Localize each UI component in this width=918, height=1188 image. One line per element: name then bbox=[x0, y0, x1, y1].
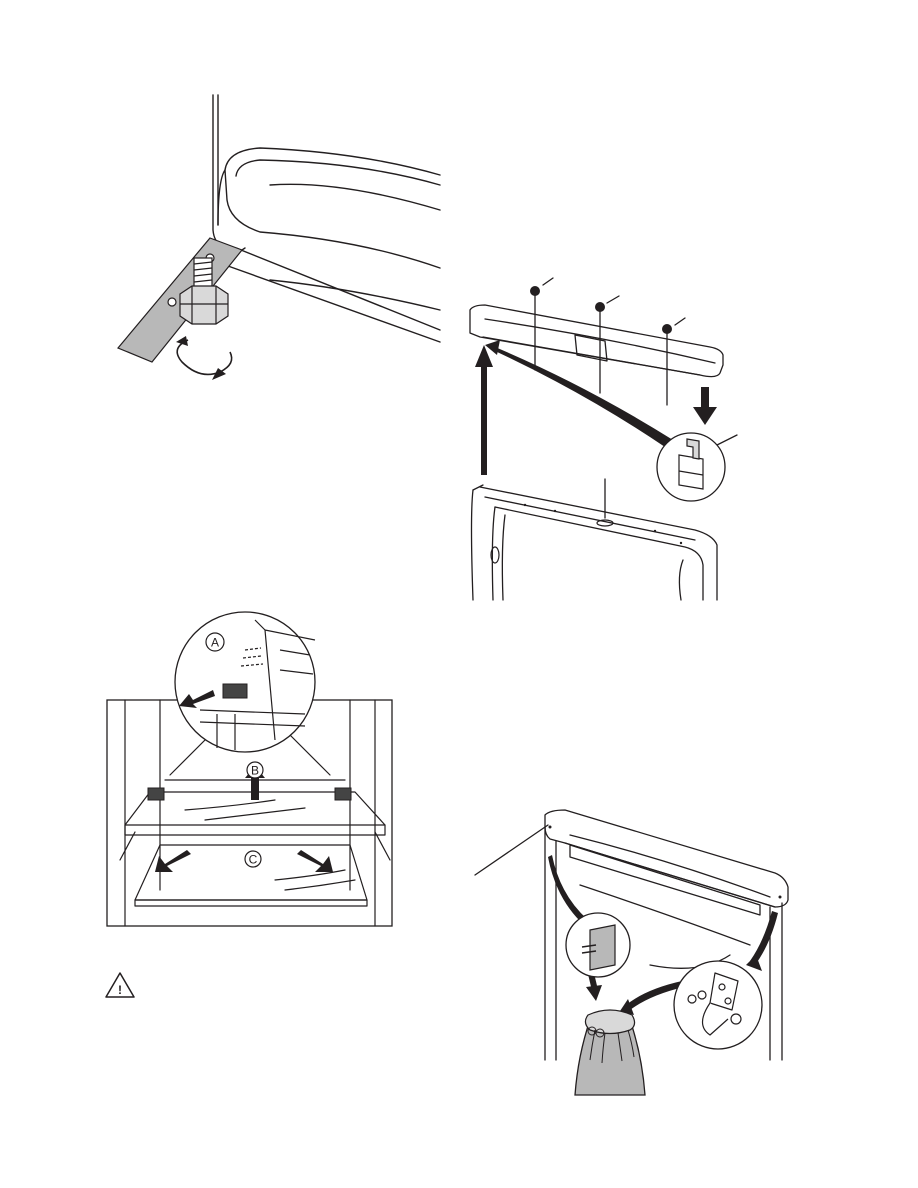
hinge-parts-bag-figure bbox=[470, 805, 810, 1100]
hex-nut bbox=[180, 286, 228, 324]
svg-text:!: ! bbox=[118, 983, 122, 997]
rotation-arrow bbox=[177, 340, 231, 374]
label-c: C bbox=[245, 851, 261, 867]
door-top-cover-figure bbox=[455, 275, 745, 610]
shelf-removal-figure: A B C bbox=[105, 610, 395, 930]
label-a: A bbox=[206, 633, 224, 651]
warning-triangle-icon: ! bbox=[103, 970, 137, 1000]
detail-magnifier-circle bbox=[175, 612, 315, 752]
svg-text:B: B bbox=[251, 764, 259, 778]
svg-text:C: C bbox=[249, 853, 258, 867]
leveling-foot-figure bbox=[110, 90, 450, 390]
label-b: B bbox=[247, 762, 263, 778]
svg-text:A: A bbox=[211, 636, 219, 650]
